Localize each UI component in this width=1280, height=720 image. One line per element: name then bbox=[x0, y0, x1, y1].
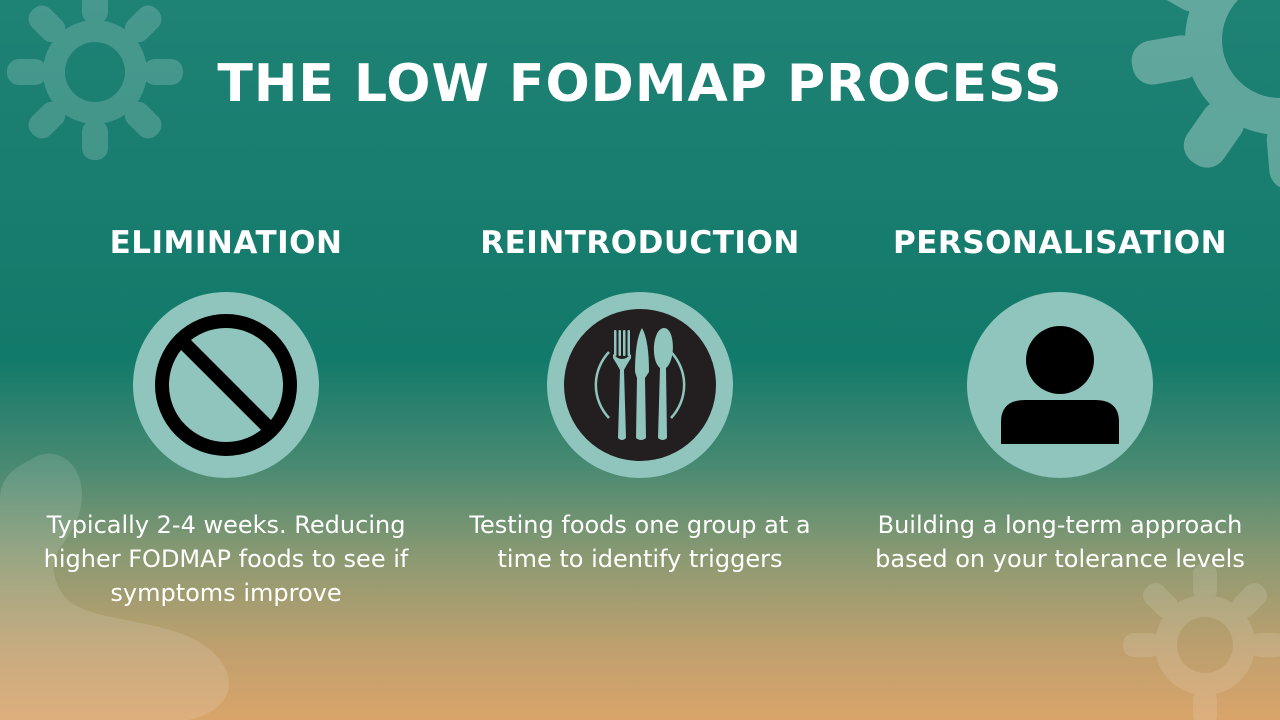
page-title: THE LOW FODMAP PROCESS bbox=[217, 54, 1063, 114]
step-personalisation: PERSONALISATION Building a long-term app… bbox=[850, 222, 1270, 576]
step-heading: REINTRODUCTION bbox=[480, 225, 800, 261]
step-description: Building a long-term approach based on y… bbox=[875, 511, 1245, 573]
step-heading: ELIMINATION bbox=[109, 225, 343, 261]
gear-decoration-bottom-right-icon bbox=[1123, 563, 1280, 720]
step-badge bbox=[967, 292, 1153, 478]
cutlery-icon bbox=[564, 309, 716, 461]
no-symbol-icon bbox=[155, 314, 297, 456]
step-description: Typically 2-4 weeks. Reducing higher FOD… bbox=[43, 511, 409, 607]
person-icon bbox=[1001, 326, 1119, 444]
step-badge bbox=[547, 292, 733, 478]
step-description: Testing foods one group at a time to ide… bbox=[469, 511, 811, 573]
step-heading: PERSONALISATION bbox=[892, 225, 1228, 261]
step-elimination: ELIMINATION Typically 2-4 weeks. Reducin… bbox=[16, 222, 436, 610]
step-badge bbox=[133, 292, 319, 478]
step-reintroduction: REINTRODUCTION Testing foods one group a… bbox=[430, 222, 850, 576]
